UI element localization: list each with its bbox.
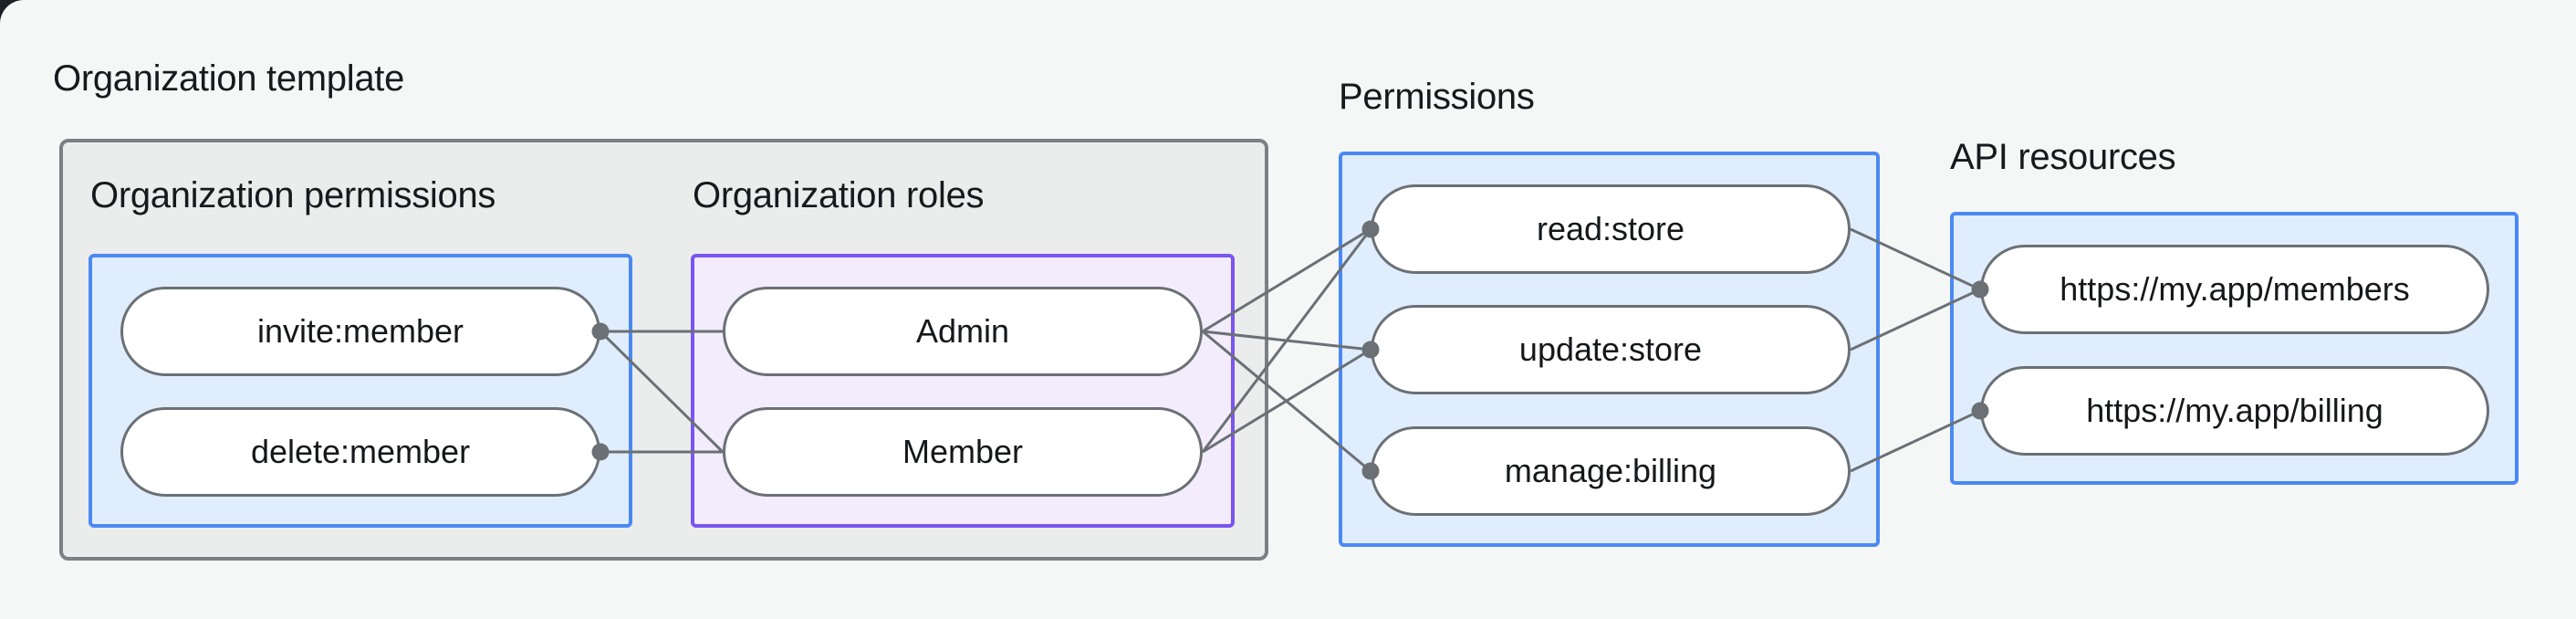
node-members-resource: https://my.app/members xyxy=(1980,245,2489,334)
node-delete-member: delete:member xyxy=(120,407,600,497)
node-update-store: update:store xyxy=(1371,305,1851,394)
org-roles-label: Organization roles xyxy=(693,175,985,215)
org-permissions-label: Organization permissions xyxy=(90,175,496,215)
node-manage-billing: manage:billing xyxy=(1371,426,1851,516)
page-title: Organization template xyxy=(53,58,405,99)
api-resources-label: API resources xyxy=(1950,137,2176,177)
permissions-label: Permissions xyxy=(1339,77,1535,117)
node-admin-role: Admin xyxy=(723,287,1203,376)
node-read-store: read:store xyxy=(1371,184,1851,274)
node-billing-resource: https://my.app/billing xyxy=(1980,366,2489,456)
node-invite-member: invite:member xyxy=(120,287,600,376)
node-member-role: Member xyxy=(723,407,1203,497)
